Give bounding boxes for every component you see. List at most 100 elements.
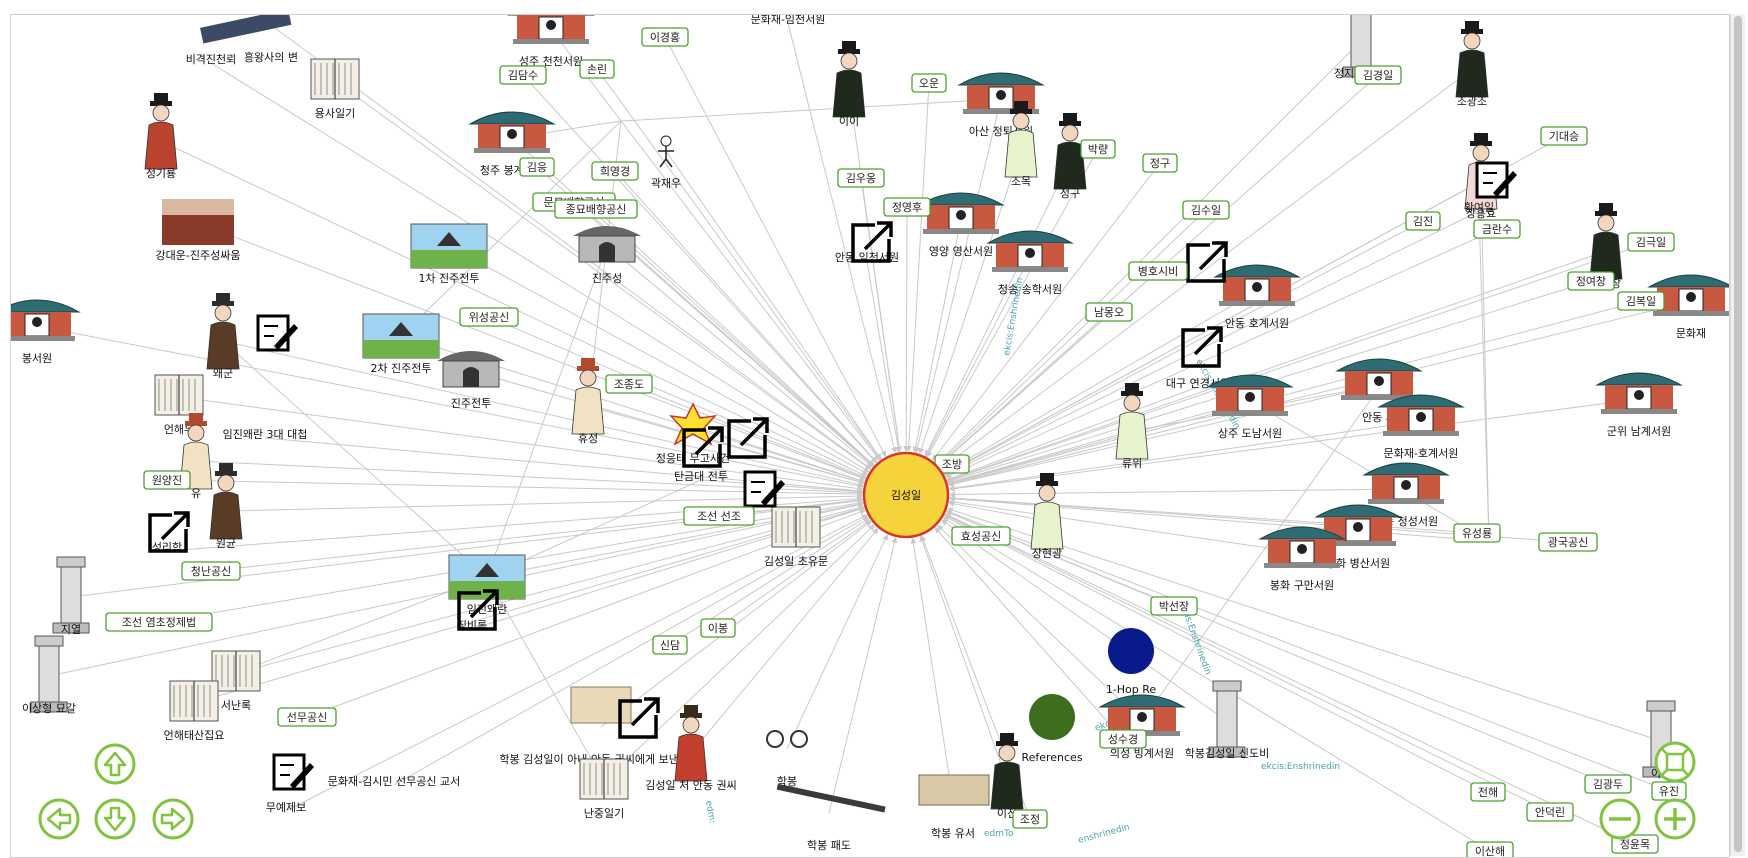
tag-label[interactable]: 조선 선조 xyxy=(683,506,755,526)
graph-node[interactable]: 김성일 처 안동 권씨 xyxy=(645,705,737,792)
tag-label[interactable]: 이봉 xyxy=(700,618,736,638)
graph-node[interactable]: 봉화 병산서원 xyxy=(1314,504,1402,570)
network-graph[interactable]: ekcis:Enshrinedinekcis:Enshrinedinekcis:… xyxy=(11,15,1729,857)
graph-node[interactable]: 문화재-호계서원 xyxy=(1377,394,1465,460)
graph-node[interactable]: 서난록 xyxy=(211,650,261,712)
graph-node[interactable]: 영양 영산서원 xyxy=(917,192,1005,258)
tag-label[interactable]: 정구 xyxy=(1142,153,1178,173)
graph-node[interactable]: 장현광 xyxy=(1030,473,1064,560)
vertical-scrollbar[interactable] xyxy=(1730,14,1745,856)
graph-node[interactable]: 언해두 xyxy=(154,374,204,436)
graph-node[interactable]: 흥왕사의 변 xyxy=(200,15,298,64)
tag-label[interactable]: 유성룡 xyxy=(1453,523,1501,543)
graph-node[interactable]: 김성일 초유문 xyxy=(764,506,828,568)
edit-icon[interactable] xyxy=(743,470,785,508)
tag-label[interactable]: 이산해 xyxy=(1466,841,1514,857)
graph-node[interactable]: 언해태산집요 xyxy=(164,680,225,742)
graph-node[interactable]: 봉화 구만서원 xyxy=(1258,526,1346,592)
graph-node[interactable]: 원균 xyxy=(209,463,243,550)
graph-node[interactable]: 진주전투 xyxy=(437,351,505,410)
graph-node[interactable]: 안동 호계서원 xyxy=(1213,264,1301,330)
tag-label[interactable]: 병호시비 xyxy=(1128,261,1188,281)
tag-label[interactable]: 김극일 xyxy=(1627,232,1675,252)
graph-node[interactable]: 문화재-김시민 선무공신 교서 xyxy=(328,775,460,788)
tag-label[interactable]: 종묘배향공신 xyxy=(554,199,638,219)
edit-icon[interactable] xyxy=(1475,161,1517,199)
graph-node[interactable]: 문화재 xyxy=(1647,274,1729,340)
external-link-icon[interactable] xyxy=(851,221,893,263)
tag-label[interactable]: 박량 xyxy=(1080,139,1116,159)
down-arrow-button[interactable] xyxy=(94,798,136,840)
tag-label[interactable]: 전해 xyxy=(1470,782,1506,802)
graph-node[interactable]: 무예제보 xyxy=(266,801,306,814)
external-link-icon[interactable] xyxy=(618,697,660,739)
graph-node[interactable]: 봉서원 xyxy=(11,299,81,365)
graph-node[interactable]: 탄금대 전투 xyxy=(674,470,728,483)
scrollbar-thumb[interactable] xyxy=(1734,16,1742,852)
tag-label[interactable]: 김응 xyxy=(519,157,555,177)
graph-node[interactable]: 학봉 유서 xyxy=(918,774,990,840)
tag-label[interactable]: 안덕린 xyxy=(1526,802,1574,822)
left-arrow-button[interactable] xyxy=(38,798,80,840)
graph-node[interactable]: 황여일 xyxy=(1464,200,1494,214)
graph-node[interactable]: 청주 봉계서원 xyxy=(468,111,556,177)
tag-label[interactable]: 성수경 xyxy=(1099,729,1147,749)
zoom-in-button[interactable] xyxy=(1654,798,1696,840)
graph-canvas[interactable]: ekcis:Enshrinedinekcis:Enshrinedinekcis:… xyxy=(10,14,1730,858)
graph-node[interactable]: 지열 xyxy=(52,556,90,636)
tag-label[interactable]: 김수일 xyxy=(1182,200,1230,220)
tag-label[interactable]: 김진 xyxy=(1405,211,1441,231)
tag-label[interactable]: 정영후 xyxy=(883,197,931,217)
graph-node[interactable]: 아산 정퇴서원 xyxy=(957,72,1045,138)
graph-node[interactable]: 강대운-진주성싸움 xyxy=(156,199,241,262)
tag-label[interactable]: 김복일 xyxy=(1617,291,1665,311)
graph-node[interactable]: 용사일기 xyxy=(310,58,360,120)
tag-label[interactable]: 남몽오 xyxy=(1085,302,1133,322)
tag-label[interactable]: 정여창 xyxy=(1567,271,1615,291)
tag-label[interactable]: 위성공신 xyxy=(459,307,519,327)
tag-label[interactable]: 효성공신 xyxy=(951,526,1011,546)
external-link-icon[interactable] xyxy=(457,589,499,631)
graph-node[interactable]: 정구 xyxy=(1053,113,1087,200)
zoom-out-button[interactable] xyxy=(1599,798,1641,840)
up-arrow-button[interactable] xyxy=(94,743,136,785)
graph-node[interactable]: 청송 송학서원 xyxy=(986,230,1074,296)
tag-label[interactable]: 유진 xyxy=(1651,781,1687,801)
tag-label[interactable]: 박선장 xyxy=(1150,596,1198,616)
tag-label[interactable]: 김담수 xyxy=(499,65,547,85)
tag-label[interactable]: 금란수 xyxy=(1473,219,1521,239)
tag-label[interactable]: 희영경 xyxy=(591,161,639,181)
graph-node[interactable]: 1차 진주전투 xyxy=(410,223,488,285)
external-link-icon[interactable] xyxy=(148,511,190,553)
edit-icon[interactable] xyxy=(272,753,314,791)
tag-label[interactable]: 조정 xyxy=(1012,809,1048,829)
tag-label[interactable]: 이경홍 xyxy=(641,27,689,47)
graph-node[interactable]: 이상형 묘갈 xyxy=(22,635,76,715)
graph-node[interactable]: 비격진천뢰 xyxy=(186,52,237,66)
graph-node[interactable]: 군위 남계서원 xyxy=(1595,372,1683,438)
tag-label[interactable]: 정윤목 xyxy=(1611,834,1659,854)
external-link-icon[interactable] xyxy=(682,426,724,468)
graph-node[interactable]: 임진왜란 3대 대첩 xyxy=(223,428,308,441)
tag-label[interactable]: 김우옹 xyxy=(837,168,885,188)
graph-node[interactable]: 류위 xyxy=(1115,383,1149,470)
graph-node[interactable]: 2차 진주전투 xyxy=(362,313,440,375)
graph-node[interactable]: 휴정 xyxy=(571,358,605,445)
external-link-icon[interactable] xyxy=(1181,326,1223,368)
center-node[interactable]: 김성일 xyxy=(862,451,950,539)
graph-node[interactable]: 문화재-임천서원 xyxy=(751,15,826,26)
graph-node[interactable]: 조광조 xyxy=(1455,21,1489,108)
tag-label[interactable]: 신담 xyxy=(652,635,688,655)
graph-node[interactable]: 곽재우 xyxy=(651,135,681,190)
tag-label[interactable]: 청난공신 xyxy=(181,561,241,581)
graph-node[interactable]: 학봉 xyxy=(766,730,808,788)
tag-label[interactable]: 조선 염초정제법 xyxy=(105,612,213,632)
tag-label[interactable]: 오운 xyxy=(911,73,947,93)
tag-label[interactable]: 선무공신 xyxy=(277,707,337,727)
graph-node[interactable]: 이이 xyxy=(832,41,866,128)
graph-node[interactable]: 의성 빙계서원 xyxy=(1098,694,1186,760)
graph-node[interactable]: 정기룡 xyxy=(144,93,178,180)
edit-icon[interactable] xyxy=(256,314,298,352)
graph-node[interactable]: 학봉김성일 신도비 xyxy=(1185,680,1269,760)
graph-node[interactable]: 정응태 무고사건 xyxy=(656,402,730,465)
